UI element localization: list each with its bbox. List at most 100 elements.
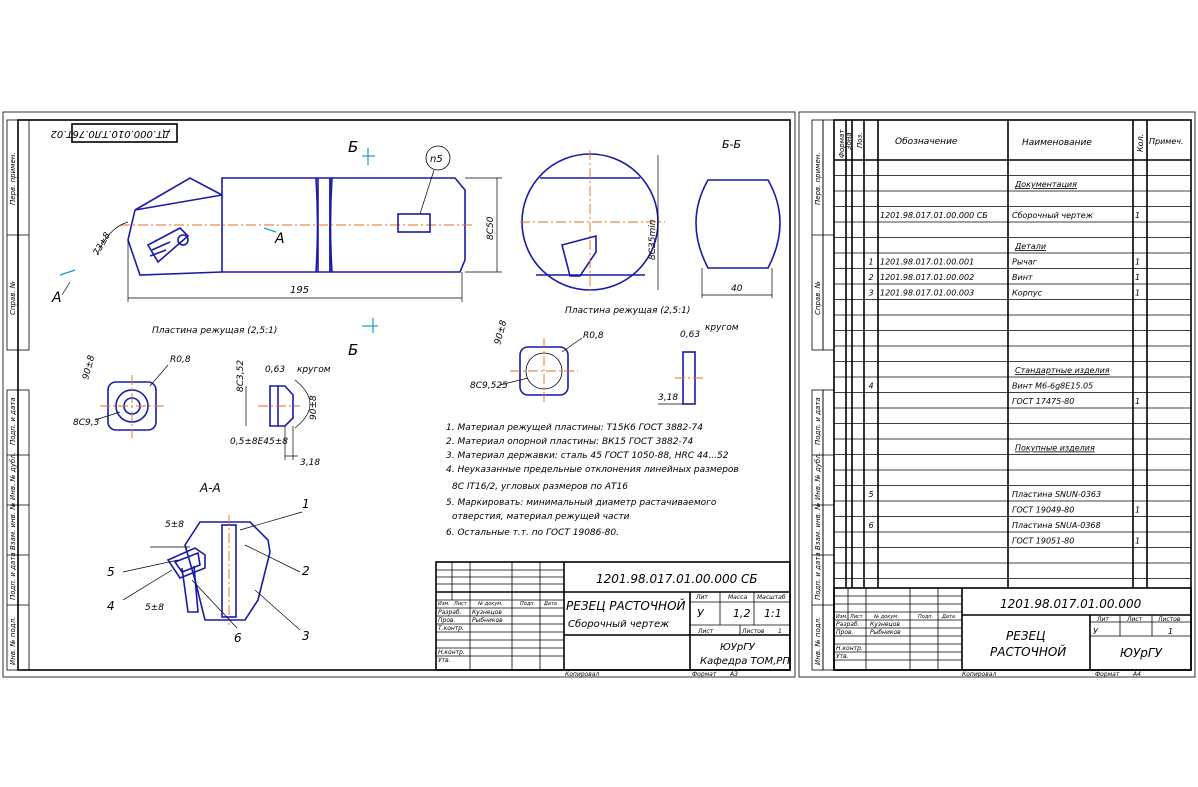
s2-izm: Изм.	[836, 614, 848, 620]
tb-tkontr: Т.контр.	[438, 625, 464, 632]
s2-data: Дата	[941, 614, 955, 620]
spec-row-name: Пластина SNUA-0368	[1012, 521, 1101, 530]
dim-195: 195	[290, 285, 309, 296]
s2-kopir: Копировал	[962, 671, 996, 678]
spec-row-name: Корпус	[1012, 289, 1043, 298]
pos-n5: n5	[430, 154, 443, 165]
dim-5b: 5±8	[145, 603, 164, 613]
side-label-vzam: Взам. инв. №	[9, 502, 17, 550]
spec-row-name: Документация	[1014, 180, 1077, 189]
rotated-code: ДТ.000.010.ТЛ0.76Т.02	[50, 128, 171, 139]
view-bb-label: Б-Б	[722, 138, 741, 151]
spec-row-designation: 1201.98.017.01.00.000 СБ	[880, 211, 988, 220]
spec-row-qty: 1	[1135, 258, 1140, 267]
spec-grid	[834, 175, 1191, 579]
dim-r08b: R0,8	[583, 331, 604, 341]
note-4b: 8С IT16/2, угловых размеров по АТ16	[452, 482, 628, 492]
spec-row-name: ГОСТ 19049-80	[1012, 506, 1074, 515]
dim-c93: 8С9,3	[73, 418, 100, 428]
tb-scale: Масштаб	[757, 594, 786, 601]
spec-row-qty: 1	[1135, 289, 1140, 298]
tb-mass: Масса	[728, 594, 747, 601]
dim-r08a: R0,8	[170, 355, 191, 365]
side-label-podp1: Подп. и дата	[9, 397, 17, 445]
spec-row-designation: 1201.98.017.01.00.003	[880, 289, 974, 298]
rotated-code-box: ДТ.000.010.ТЛ0.76Т.02	[50, 123, 178, 143]
tb-lit: Лит	[695, 594, 708, 601]
s2-nkontr: Н.контр.	[836, 645, 863, 652]
tb-utv: Утв.	[438, 657, 451, 664]
side-label-dubl: Инв. № дубл.	[9, 452, 17, 500]
dim-063a: 0,63	[265, 365, 285, 375]
spec-h-format: Формат	[838, 129, 846, 158]
dim-90b: 90±8	[309, 395, 319, 420]
leader-4: 4	[107, 599, 115, 613]
s2-doc-code: 1201.98.017.01.00.000	[1000, 597, 1142, 611]
titleblock-sheet2: Изм. Лист № докум. Подп. Дата Разраб. Ку…	[833, 587, 1192, 678]
tb-sheets: Листов	[741, 628, 765, 635]
spec-row: 4 Винт М6-6g8Е15.05	[868, 382, 1093, 391]
sheet2-side-column: Перв. примен. Справ. № Подп. и дата Инв.…	[811, 119, 835, 671]
dim-c9525: 8С9,525	[470, 381, 508, 391]
dim-318a: 3,18	[300, 458, 320, 468]
section-a-label-1: А	[274, 231, 285, 247]
leader-1: 1	[302, 497, 310, 511]
tb-list: Лист	[453, 601, 468, 607]
spec-row: Покупные изделия	[1015, 444, 1095, 453]
dim-c50: 8С50	[486, 216, 496, 240]
spec-row-name: ГОСТ 17475-80	[1012, 397, 1074, 406]
dim-90-left: 90±8	[81, 354, 97, 381]
side-label-sprav: Справ. №	[9, 281, 17, 315]
dim-318b: 3,18	[658, 393, 678, 403]
view-aa-label: А-А	[199, 481, 221, 495]
sheet1-outer-border	[2, 111, 796, 678]
dim-40: 40	[731, 284, 743, 294]
spec-row-pos: 2	[868, 273, 873, 282]
spec-row-qty: 1	[1135, 397, 1140, 406]
spec-row: Детали	[1014, 242, 1046, 251]
sheet1-side-column: Перв. примен. Справ. № Подп. и дата Инв.…	[6, 119, 30, 671]
sheet2-outer-border	[798, 111, 1196, 678]
leader-3: 3	[302, 629, 310, 643]
tb-sheet: Лист	[697, 628, 714, 635]
tb-format-val: А3	[729, 671, 738, 678]
tb-name-1: РЕЗЕЦ РАСТОЧНОЙ	[566, 598, 686, 613]
spec-row-name: Покупные изделия	[1015, 444, 1095, 453]
spec-row-pos: 5	[868, 490, 873, 499]
tb-prov-name: Рыбников	[472, 617, 503, 624]
spec-row-name: Стандартные изделия	[1015, 366, 1110, 375]
spec-row-name: Винт М6-6g8Е15.05	[1012, 382, 1093, 391]
s2-format: Формат	[1095, 671, 1120, 678]
s2-lit: Лит	[1096, 616, 1109, 623]
tb-scale-val: 1:1	[764, 607, 782, 620]
plate-detail-right: Пластина режущая (2,5:1) R0,8 90±8 8С9,5…	[470, 306, 739, 405]
tb-doc-code: 1201.98.017.01.00.000 СБ	[596, 572, 758, 586]
spec-row-name: Рычаг	[1012, 258, 1038, 267]
section-b-label-2: Б	[348, 341, 358, 359]
s2-name-1: РЕЗЕЦ	[1006, 629, 1045, 643]
spec-h-oboz: Обозначение	[895, 137, 958, 147]
s2-podp: Подп.	[918, 614, 933, 620]
tb-kopir: Копировал	[565, 671, 599, 678]
spec-row-pos: 4	[868, 382, 873, 391]
side-label-perv: Перв. примен.	[9, 152, 17, 205]
s2-utv: Утв.	[836, 653, 849, 660]
spec-row-qty: 1	[1135, 537, 1140, 546]
s2-list-h: Лист	[1126, 616, 1143, 623]
s2-side-perv: Перв. примен.	[814, 152, 822, 205]
tb-razrab-name: Кузнецов	[472, 609, 502, 616]
spec-row: Стандартные изделия	[1015, 366, 1110, 375]
tb-data: Дата	[543, 601, 557, 607]
tb-name-2: Сборочный чертеж	[568, 618, 669, 630]
spec-h-kol: Кол.	[1136, 134, 1145, 152]
section-bb: Б-Б 40	[695, 138, 781, 298]
s2-ndok: № докум.	[873, 614, 899, 620]
tb-izm: Изм.	[438, 601, 450, 607]
note-5b: отверстия, материал режущей части	[452, 512, 630, 522]
plate-label-1: Пластина режущая (2,5:1)	[152, 326, 277, 336]
dim-c352: 8С3,52	[236, 360, 246, 392]
